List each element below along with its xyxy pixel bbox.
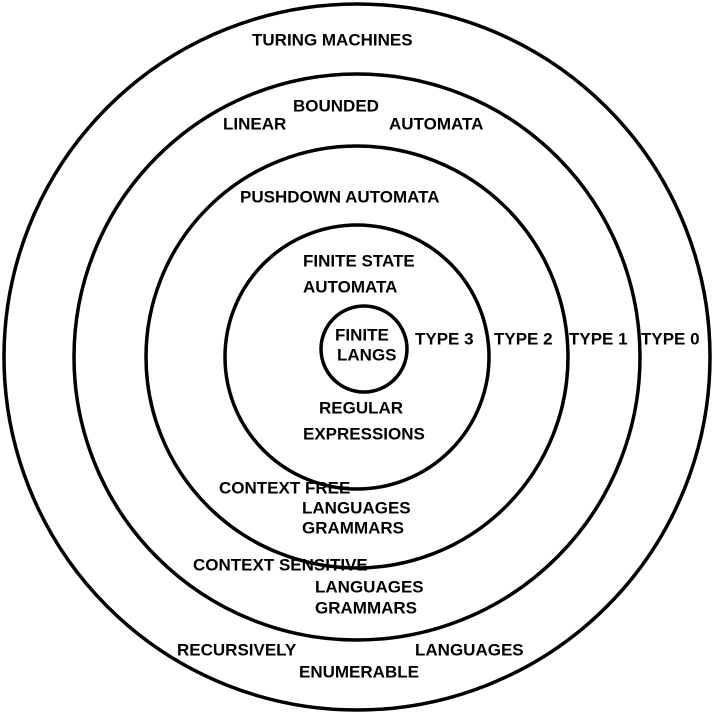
label-type3: TYPE 3: [415, 329, 474, 348]
label-cf-grammars: GRAMMARS: [302, 518, 404, 537]
label-cs-languages: LANGUAGES: [315, 577, 424, 596]
label-context-sensitive: CONTEXT SENSITIVE: [193, 555, 368, 574]
label-finite: FINITE: [335, 325, 389, 344]
label-enumerable: ENUMERABLE: [299, 662, 419, 681]
ring-pushdown-automata: [144, 144, 570, 570]
label-pushdown-automata: PUSHDOWN AUTOMATA: [240, 187, 440, 206]
label-automata-lba: AUTOMATA: [389, 114, 483, 133]
label-automata-fsa: AUTOMATA: [303, 277, 397, 296]
label-recursively: RECURSIVELY: [177, 640, 297, 659]
label-type2: TYPE 2: [494, 329, 553, 348]
label-context-free: CONTEXT FREE: [219, 478, 350, 497]
ring-finite-langs: [319, 304, 409, 394]
label-cs-grammars: GRAMMARS: [315, 598, 417, 617]
label-re-languages: LANGUAGES: [415, 640, 524, 659]
label-finite-state: FINITE STATE: [303, 251, 415, 270]
ring-linear-bounded-automata: [72, 72, 642, 642]
label-langs: LANGS: [337, 345, 397, 364]
label-linear: LINEAR: [223, 114, 286, 133]
label-type0: TYPE 0: [641, 329, 700, 348]
label-expressions: EXPRESSIONS: [303, 424, 425, 443]
ring-finite-state-automata: [223, 223, 491, 491]
label-type1: TYPE 1: [569, 329, 628, 348]
label-regular: REGULAR: [319, 398, 403, 417]
label-turing-machines: TURING MACHINES: [252, 30, 413, 49]
label-cf-languages: LANGUAGES: [302, 498, 411, 517]
label-bounded: BOUNDED: [293, 96, 379, 115]
